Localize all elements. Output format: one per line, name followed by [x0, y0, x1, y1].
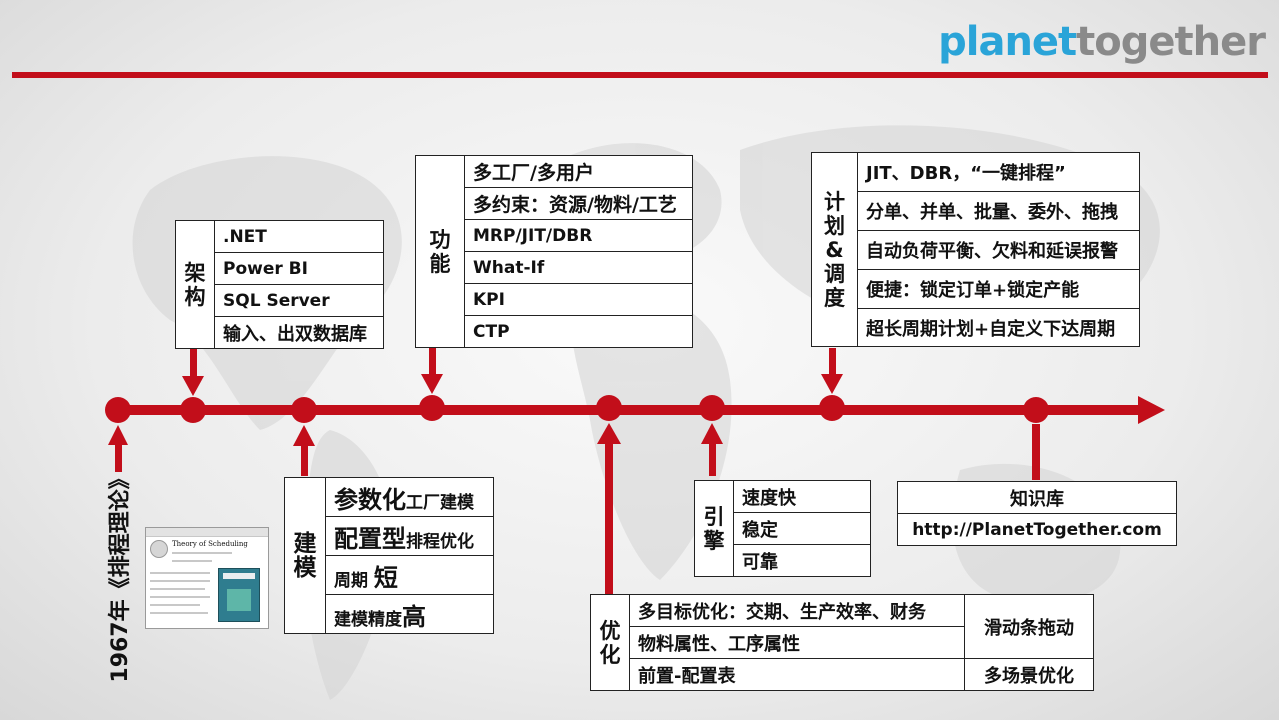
timeline-node: [419, 395, 445, 421]
engine-header: 引擎: [694, 480, 734, 577]
planning-box: 计划&调度 JIT、DBR，“一键排程” 分单、并单、批量、委外、拖拽 自动负荷…: [811, 152, 1140, 347]
timeline-node: [105, 397, 131, 423]
architecture-item: .NET: [214, 220, 384, 253]
header-divider: [12, 72, 1268, 78]
timeline-node: [180, 397, 206, 423]
timeline-node: [291, 397, 317, 423]
functions-header: 功能: [415, 155, 465, 348]
engine-box: 引擎 速度快 稳定 可靠: [694, 480, 871, 577]
timeline-node: [819, 395, 845, 421]
architecture-item: Power BI: [214, 252, 384, 285]
functions-item: KPI: [464, 283, 693, 316]
timeline-node: [1023, 397, 1049, 423]
modeling-item: 配置型排程优化: [325, 516, 494, 556]
engine-item: 速度快: [733, 480, 871, 513]
connector-model: [301, 442, 308, 476]
functions-box: 功能 多工厂/多用户 多约束：资源/物料/工艺 MRP/JIT/DBR What…: [415, 155, 693, 348]
year-label: 1967年《排程理论》: [108, 467, 133, 683]
planning-item: JIT、DBR，“一键排程”: [857, 152, 1140, 192]
planning-item: 便捷：锁定订单+锁定产能: [857, 269, 1140, 309]
optimization-box: 优化 多目标优化：交期、生产效率、财务 滑动条拖动 物料属性、工序属性 前置-配…: [590, 594, 1094, 691]
functions-item: 多工厂/多用户: [464, 155, 693, 188]
planettogether-logo: planettogether: [938, 19, 1266, 65]
functions-item: MRP/JIT/DBR: [464, 219, 693, 252]
planning-item: 自动负荷平衡、欠料和延误报警: [857, 230, 1140, 270]
architecture-box: 架构 .NET Power BI SQL Server 输入、出双数据库: [175, 220, 384, 349]
optimization-item: 多目标优化：交期、生产效率、财务: [629, 594, 965, 627]
modeling-item: 建模精度高: [325, 594, 494, 634]
knowledge-base-url[interactable]: http://PlanetTogether.com: [897, 513, 1177, 546]
connector-engine: [709, 440, 716, 476]
planning-item: 超长周期计划+自定义下达周期: [857, 308, 1140, 347]
modeling-box: 建模 参数化工厂建模 配置型排程优化 周期 短 建模精度高: [284, 477, 494, 634]
optimization-side-item: 滑动条拖动: [964, 594, 1094, 659]
planning-header: 计划&调度: [811, 152, 858, 347]
connector-year: [115, 442, 122, 472]
architecture-header: 架构: [175, 220, 215, 349]
modeling-header: 建模: [284, 477, 326, 634]
functions-item: CTP: [464, 315, 693, 348]
knowledge-base-title: 知识库: [897, 481, 1177, 514]
timeline-node: [596, 395, 622, 421]
optimization-item: 前置-配置表: [629, 658, 965, 691]
architecture-item: SQL Server: [214, 284, 384, 317]
connector-optim: [605, 440, 613, 594]
planning-item: 分单、并单、批量、委外、拖拽: [857, 191, 1140, 231]
optimization-header: 优化: [590, 594, 630, 691]
engine-item: 可靠: [733, 544, 871, 577]
wikipedia-thumbnail: Theory of Scheduling: [145, 527, 269, 629]
connector-arch: [190, 348, 197, 378]
connector-func: [429, 348, 436, 376]
timeline-axis: [118, 405, 1140, 415]
connector-plan: [829, 348, 836, 376]
modeling-item: 周期 短: [325, 555, 494, 595]
connector-kb: [1032, 424, 1040, 480]
optimization-side-item: 多场景优化: [964, 658, 1094, 691]
timeline-node: [699, 395, 725, 421]
architecture-item: 输入、出双数据库: [214, 316, 384, 349]
timeline-arrowhead: [1138, 396, 1165, 424]
functions-item: 多约束：资源/物料/工艺: [464, 187, 693, 220]
optimization-item: 物料属性、工序属性: [629, 626, 965, 659]
functions-item: What-If: [464, 251, 693, 284]
knowledge-base-box: 知识库 http://PlanetTogether.com: [897, 481, 1177, 546]
wikipedia-globe-icon: [150, 540, 168, 558]
engine-item: 稳定: [733, 512, 871, 545]
modeling-item: 参数化工厂建模: [325, 477, 494, 517]
book-cover-icon: [218, 568, 260, 622]
